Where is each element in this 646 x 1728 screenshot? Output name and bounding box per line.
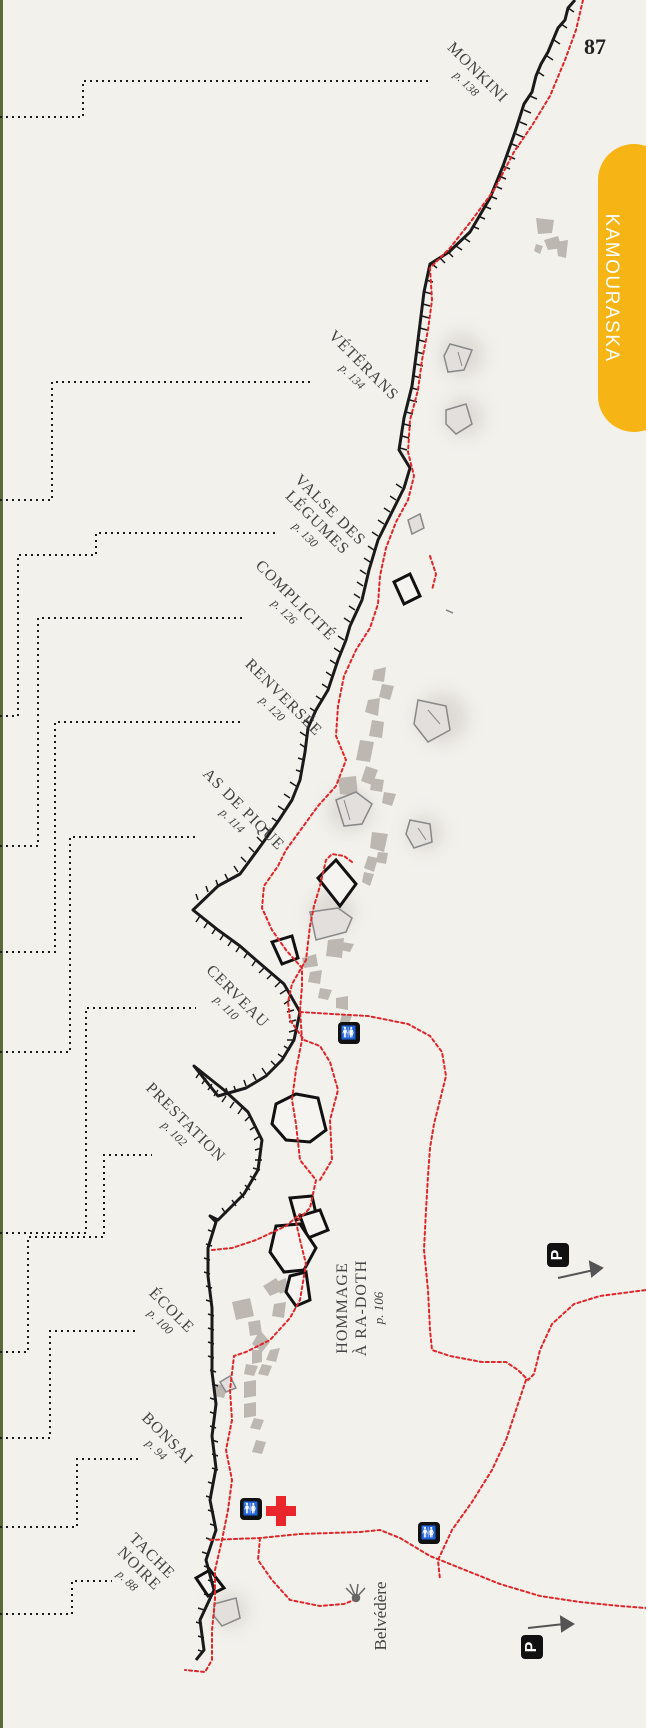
boulders bbox=[193, 218, 568, 1628]
page-number: 87 bbox=[584, 34, 606, 59]
parking-icon: P bbox=[547, 1243, 569, 1267]
photo-strip bbox=[0, 0, 3, 1728]
first-aid-icon bbox=[266, 1496, 296, 1526]
arrow-icon bbox=[527, 1260, 604, 1633]
hommage-line1: HOMMAGE bbox=[334, 1262, 352, 1354]
toilet-icon: 🚻 bbox=[418, 1522, 440, 1544]
sector-label-hommage: HOMMAGE À RA-DOTH p. 106 bbox=[333, 1260, 387, 1357]
belvedere-label: Belvédère bbox=[371, 1581, 390, 1651]
sector-boundaries bbox=[0, 80, 432, 1615]
viewpoint-icon bbox=[345, 1583, 366, 1603]
toilet-icon: 🚻 bbox=[240, 1498, 262, 1520]
trails bbox=[184, 0, 646, 1674]
hommage-line2: À RA-DOTH bbox=[353, 1259, 371, 1357]
region-label: KAMOURASKA bbox=[601, 213, 622, 363]
cliff-line bbox=[191, 0, 577, 1661]
hommage-page: p. 106 bbox=[371, 1291, 387, 1325]
toilet-icon: 🚻 bbox=[338, 1022, 360, 1044]
parking-icon: P bbox=[521, 1635, 543, 1659]
region-tab bbox=[598, 144, 646, 432]
